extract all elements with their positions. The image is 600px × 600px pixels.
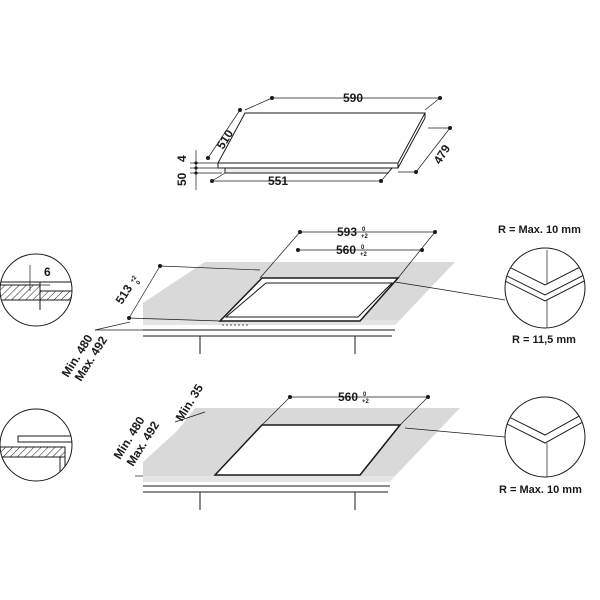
dim-label-590: 590 (343, 91, 363, 105)
recess-depth-label: 6 (44, 265, 51, 279)
dim-label-513: 513 (113, 282, 136, 307)
dim-tol-513-bottom: 0 (136, 279, 143, 286)
dim-hob-base-width: 551 (210, 172, 389, 188)
dim-worktop-range-top: Min. 480 Max. 492 (59, 321, 143, 384)
dim-tol-513-top: +2 (130, 275, 139, 285)
detail-radius-bottom: R = Max. 10 mm (404, 396, 586, 496)
radius-outer-label: R = Max. 10 mm (498, 224, 581, 236)
hob-drawing (217, 112, 426, 174)
dim-label-4: 4 (175, 155, 189, 162)
radius-bottom-label: R = Max. 10 mm (499, 484, 582, 496)
dim-label-593: 593 (337, 225, 357, 239)
dim-label-50: 50 (175, 172, 189, 186)
detail-recess-circle: 6 (0, 253, 73, 327)
dim-flush-width: 560 0 +2 (261, 390, 430, 426)
dim-tol-560-bottom: +2 (360, 252, 368, 258)
dim-cutout-outer-width: 593 0 +2 (259, 225, 437, 279)
detail-radius-outer: R = Max. 10 mm R = 11,5 mm (394, 224, 586, 346)
dim-tol-560b-bottom: +2 (362, 399, 370, 405)
dim-tol-560-top: 0 (361, 245, 365, 251)
dim-hob-heights: 4 50 (175, 150, 222, 190)
dim-label-560-bottom: 560 (338, 390, 358, 404)
worktop-bottom (143, 408, 460, 510)
dim-hob-width: 590 (244, 91, 442, 111)
dim-label-551: 551 (268, 174, 288, 188)
dim-cutout-inner-width: 560 0 +2 (296, 243, 424, 258)
dim-tol-560b-top: 0 (363, 392, 367, 398)
dim-tol-593-top: 0 (362, 227, 366, 233)
dim-label-560: 560 (336, 243, 356, 257)
radius-inner-label: R = 11,5 mm (512, 334, 576, 346)
detail-flush-circle (0, 408, 73, 482)
dim-tol-593-bottom: +2 (361, 234, 369, 240)
worktop-top (143, 262, 455, 354)
dim-label-479: 479 (431, 142, 454, 167)
